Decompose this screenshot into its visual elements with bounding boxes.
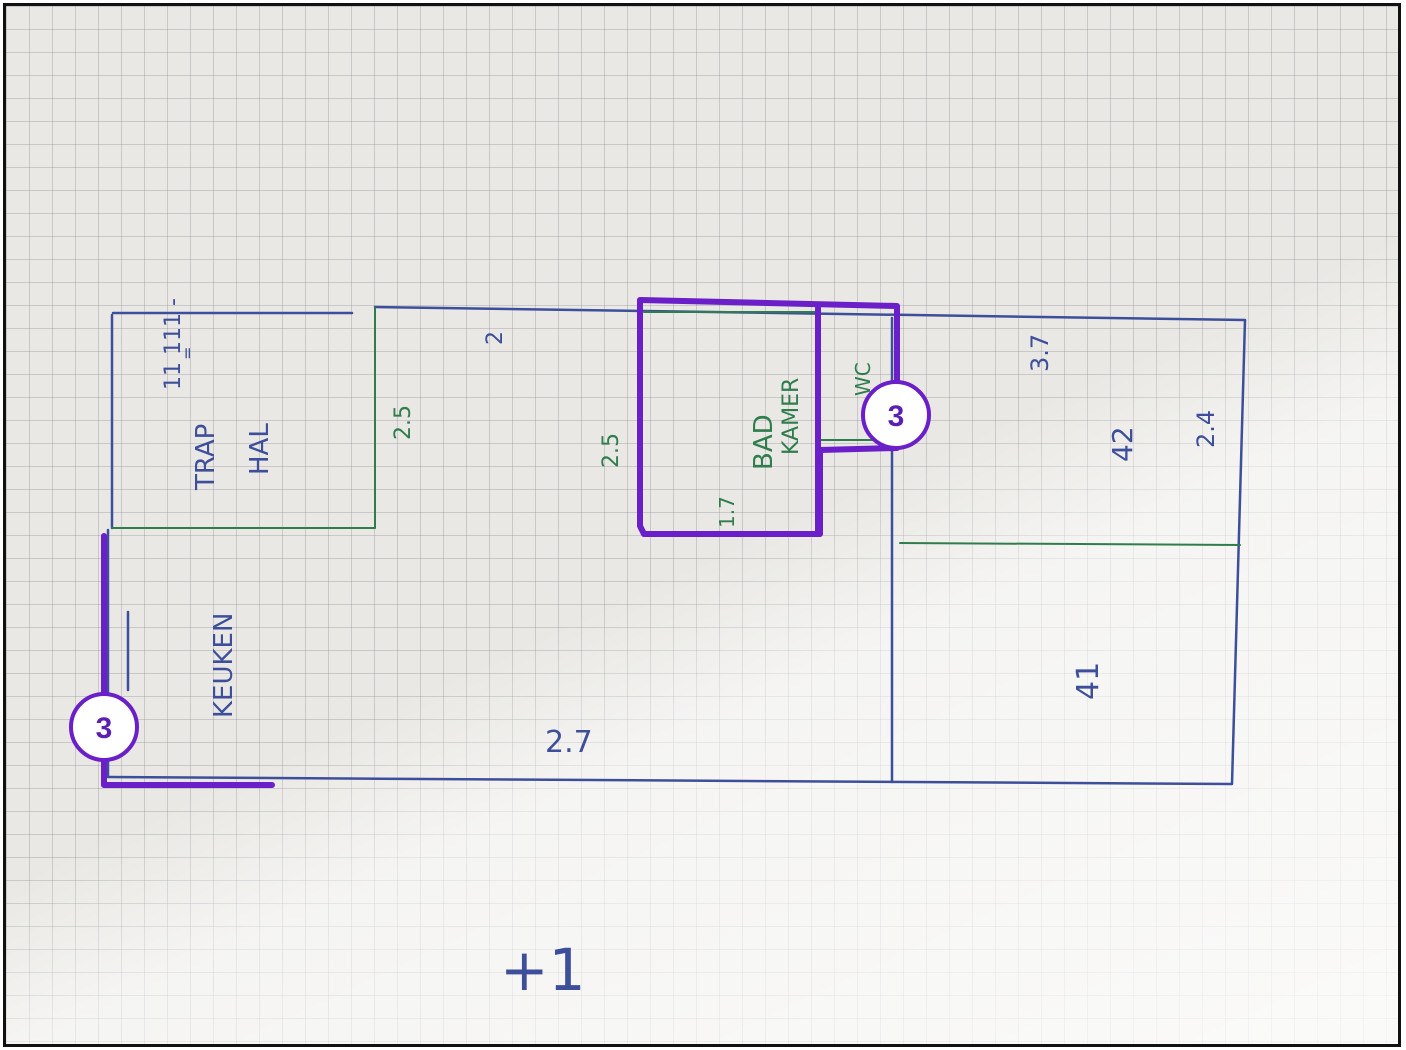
corridor-mid-dimension: 2.5 xyxy=(599,433,624,468)
bad-label: BAD xyxy=(749,414,779,470)
graph-paper xyxy=(3,3,1401,1047)
hal-label: HAL xyxy=(245,423,275,475)
kitchen-corner-highlight xyxy=(101,533,275,788)
wall-top xyxy=(373,305,1247,322)
highlight-overlays xyxy=(101,297,900,788)
badkamer-dimension: 1.7 xyxy=(715,496,739,528)
room-top-right-dimension-2: 2.4 xyxy=(1192,410,1220,448)
badge-left: 3 xyxy=(69,692,139,762)
room-bottom-right-label: 41 xyxy=(1071,662,1106,700)
room-labels: 11 111 - = TRAP HAL KEUKEN BAD KAMER 1.7… xyxy=(161,298,1220,1004)
badge-left-label: 3 xyxy=(96,712,113,745)
keuken-label: KEUKEN xyxy=(209,613,239,718)
trap-label: TRAP xyxy=(191,424,221,491)
bedroom-divider xyxy=(899,542,1241,546)
wall-bottom xyxy=(106,775,1234,786)
badge-top: 3 xyxy=(861,380,931,450)
hall-width-dimension: 2.5 xyxy=(391,405,416,440)
kamer-label: KAMER xyxy=(779,378,804,455)
badge-top-label: 3 xyxy=(888,400,905,433)
badge-top-circle xyxy=(861,380,931,450)
living-dimension: 2.7 xyxy=(545,725,593,760)
badge-left-circle xyxy=(69,692,139,762)
room-top-right-dimension: 3.7 xyxy=(1026,334,1054,372)
floor-label: +1 xyxy=(500,936,586,1004)
room-right-label: 42 xyxy=(1106,426,1139,462)
interior-walls xyxy=(111,307,1241,546)
wc-label: WC xyxy=(851,362,875,396)
corridor-top-dimension: 2 xyxy=(483,331,508,345)
outer-walls xyxy=(106,305,1247,786)
stairs-marks-2: = xyxy=(178,347,197,360)
wall-right xyxy=(1230,318,1247,786)
stairs-marks: 11 111 - xyxy=(161,298,186,390)
